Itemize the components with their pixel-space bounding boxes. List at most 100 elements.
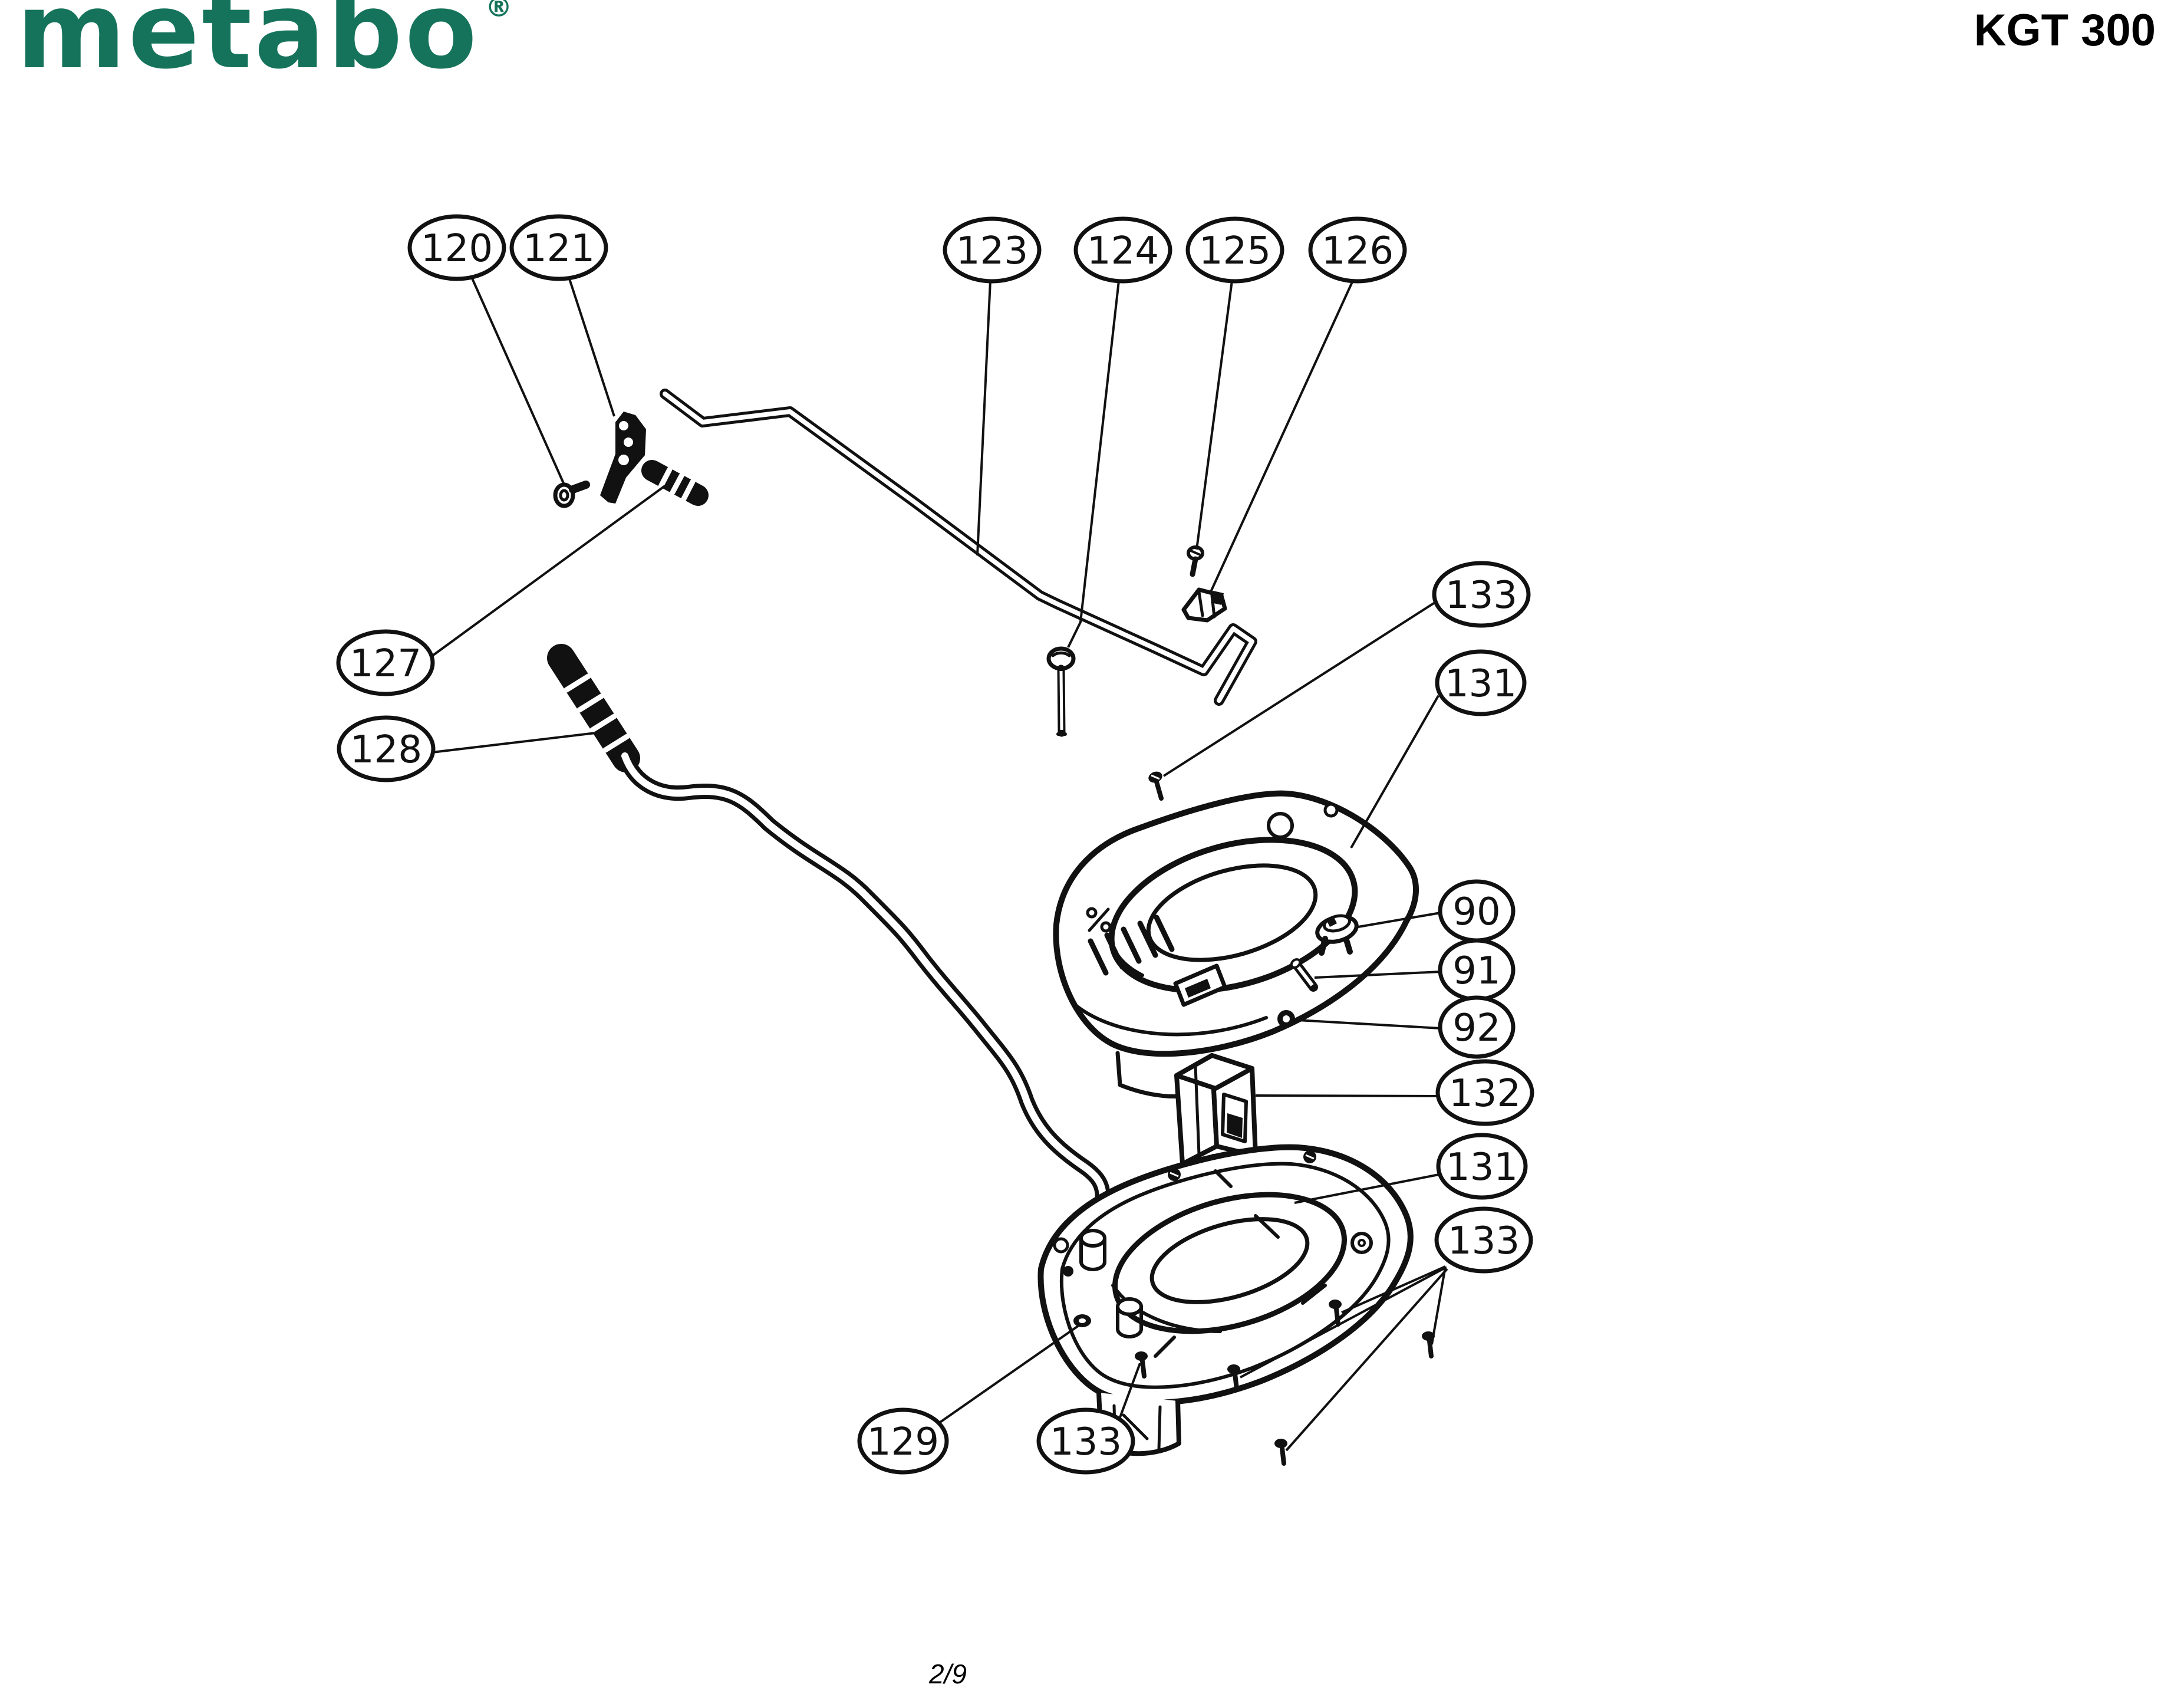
callout-bubble [509, 214, 608, 281]
callout-127: 127 [336, 629, 435, 696]
leader-line [430, 485, 666, 658]
registered-trademark-icon: ® [485, 0, 513, 23]
ribs [1154, 1169, 1327, 1358]
callout-label: 124 [1087, 229, 1159, 273]
leader-line [431, 730, 611, 754]
callout-133: 133 [1434, 1206, 1533, 1274]
callout-91: 91 [1438, 938, 1516, 1002]
callout-90: 90 [1438, 879, 1516, 943]
callout-bubble [1308, 216, 1407, 284]
screw-part-124 [1046, 646, 1076, 737]
leader-line [1117, 1363, 1141, 1423]
power-cable-part-128 [547, 644, 1114, 1218]
leader-line [937, 1323, 1082, 1425]
pin-part-91 [1290, 958, 1318, 992]
nut-part-129 [1073, 1314, 1091, 1327]
leader-line [1350, 695, 1439, 848]
callout-bubble [943, 216, 1042, 284]
callout-129: 129 [857, 1407, 949, 1475]
leader-line [1195, 280, 1233, 550]
callout-123: 123 [943, 216, 1042, 284]
knob-part-90 [1315, 914, 1359, 956]
leader-lines [430, 277, 1448, 1452]
callout-bubble [1432, 561, 1531, 628]
screw-part-125 [1187, 545, 1204, 577]
callout-bubble [337, 715, 436, 782]
callout-label: 123 [956, 229, 1028, 273]
nut-part-92 [1277, 1010, 1295, 1028]
page-number: 2/9 [929, 1659, 967, 1689]
callout-131: 131 [1435, 649, 1527, 716]
leader-line [1314, 971, 1441, 979]
clamp-part-126 [1181, 587, 1227, 623]
rod-part-123 [660, 389, 1257, 706]
callout-label: 129 [867, 1420, 939, 1464]
handle-housing-top-part-131 [1053, 790, 1419, 1098]
callout-label: 133 [1445, 574, 1517, 617]
callout-bubble [1435, 1059, 1534, 1126]
leader-line [1431, 1266, 1447, 1345]
callout-126: 126 [1308, 216, 1407, 284]
screw-part-133-top [1148, 771, 1164, 801]
callout-120: 120 [407, 214, 506, 281]
leader-line [470, 277, 566, 486]
handle-housing-bottom-part-131 [1037, 1144, 1414, 1456]
leader-line [568, 277, 615, 417]
vent-slots [1088, 915, 1175, 976]
brand-wordmark: metabo [17, 0, 480, 92]
callout-bubble [857, 1407, 949, 1475]
callout-label: 120 [421, 227, 493, 271]
leader-line [1067, 280, 1120, 648]
callout-bubble [336, 629, 435, 696]
leader-line [1341, 1265, 1446, 1314]
callout-125: 125 [1185, 216, 1284, 284]
screw-part-120 [553, 481, 590, 508]
callout-bubble [1438, 995, 1516, 1059]
callout-124: 124 [1073, 216, 1172, 284]
callout-92: 92 [1438, 995, 1516, 1059]
callout-133: 133 [1036, 1407, 1135, 1475]
leader-line [976, 280, 991, 556]
callout-bubbles: 120 121 123 124 125 126 127 128 133 131 90 91 92 132 1… [336, 214, 1534, 1475]
callout-label: 90 [1452, 890, 1500, 934]
callout-label: 128 [350, 728, 422, 772]
callout-label: 126 [1322, 229, 1394, 273]
callout-label: 132 [1449, 1072, 1521, 1116]
leader-line [1240, 1267, 1446, 1379]
speed-symbol [1086, 907, 1112, 933]
callout-bubble [407, 214, 506, 281]
callout-bubble [1073, 216, 1172, 284]
screw-part-133-bottom [1135, 1300, 1435, 1466]
spring-part-127 [641, 460, 709, 506]
callout-label: 91 [1452, 949, 1500, 993]
callout-121: 121 [509, 214, 608, 281]
callout-128: 128 [337, 715, 436, 782]
page-title-model: KGT 300 [1974, 5, 2156, 55]
leader-line [1162, 601, 1436, 777]
lever-part-121 [600, 412, 646, 504]
leader-line [1208, 280, 1354, 595]
callout-label: 133 [1448, 1219, 1520, 1263]
callout-label: 125 [1199, 229, 1271, 273]
callout-bubble [1036, 1407, 1135, 1475]
callout-label: 131 [1445, 662, 1517, 706]
leader-line [1358, 912, 1441, 928]
callout-133: 133 [1432, 561, 1531, 628]
callout-bubble [1435, 649, 1527, 716]
leader-line [1296, 1019, 1441, 1029]
screw-bosses [1079, 1229, 1373, 1338]
callout-label: 127 [350, 642, 421, 686]
leader-line [1285, 1268, 1448, 1452]
callout-132: 132 [1435, 1059, 1534, 1126]
callout-bubble [1434, 1206, 1533, 1274]
callout-label: 121 [523, 227, 595, 271]
leader-line [1294, 1173, 1439, 1204]
seated-screws [1063, 1150, 1316, 1277]
callout-label: 131 [1446, 1146, 1518, 1189]
callout-label: 133 [1050, 1420, 1122, 1464]
brand-logo: metabo® [17, 0, 512, 84]
callout-bubble [1436, 1133, 1528, 1200]
callout-label: 92 [1452, 1006, 1500, 1050]
